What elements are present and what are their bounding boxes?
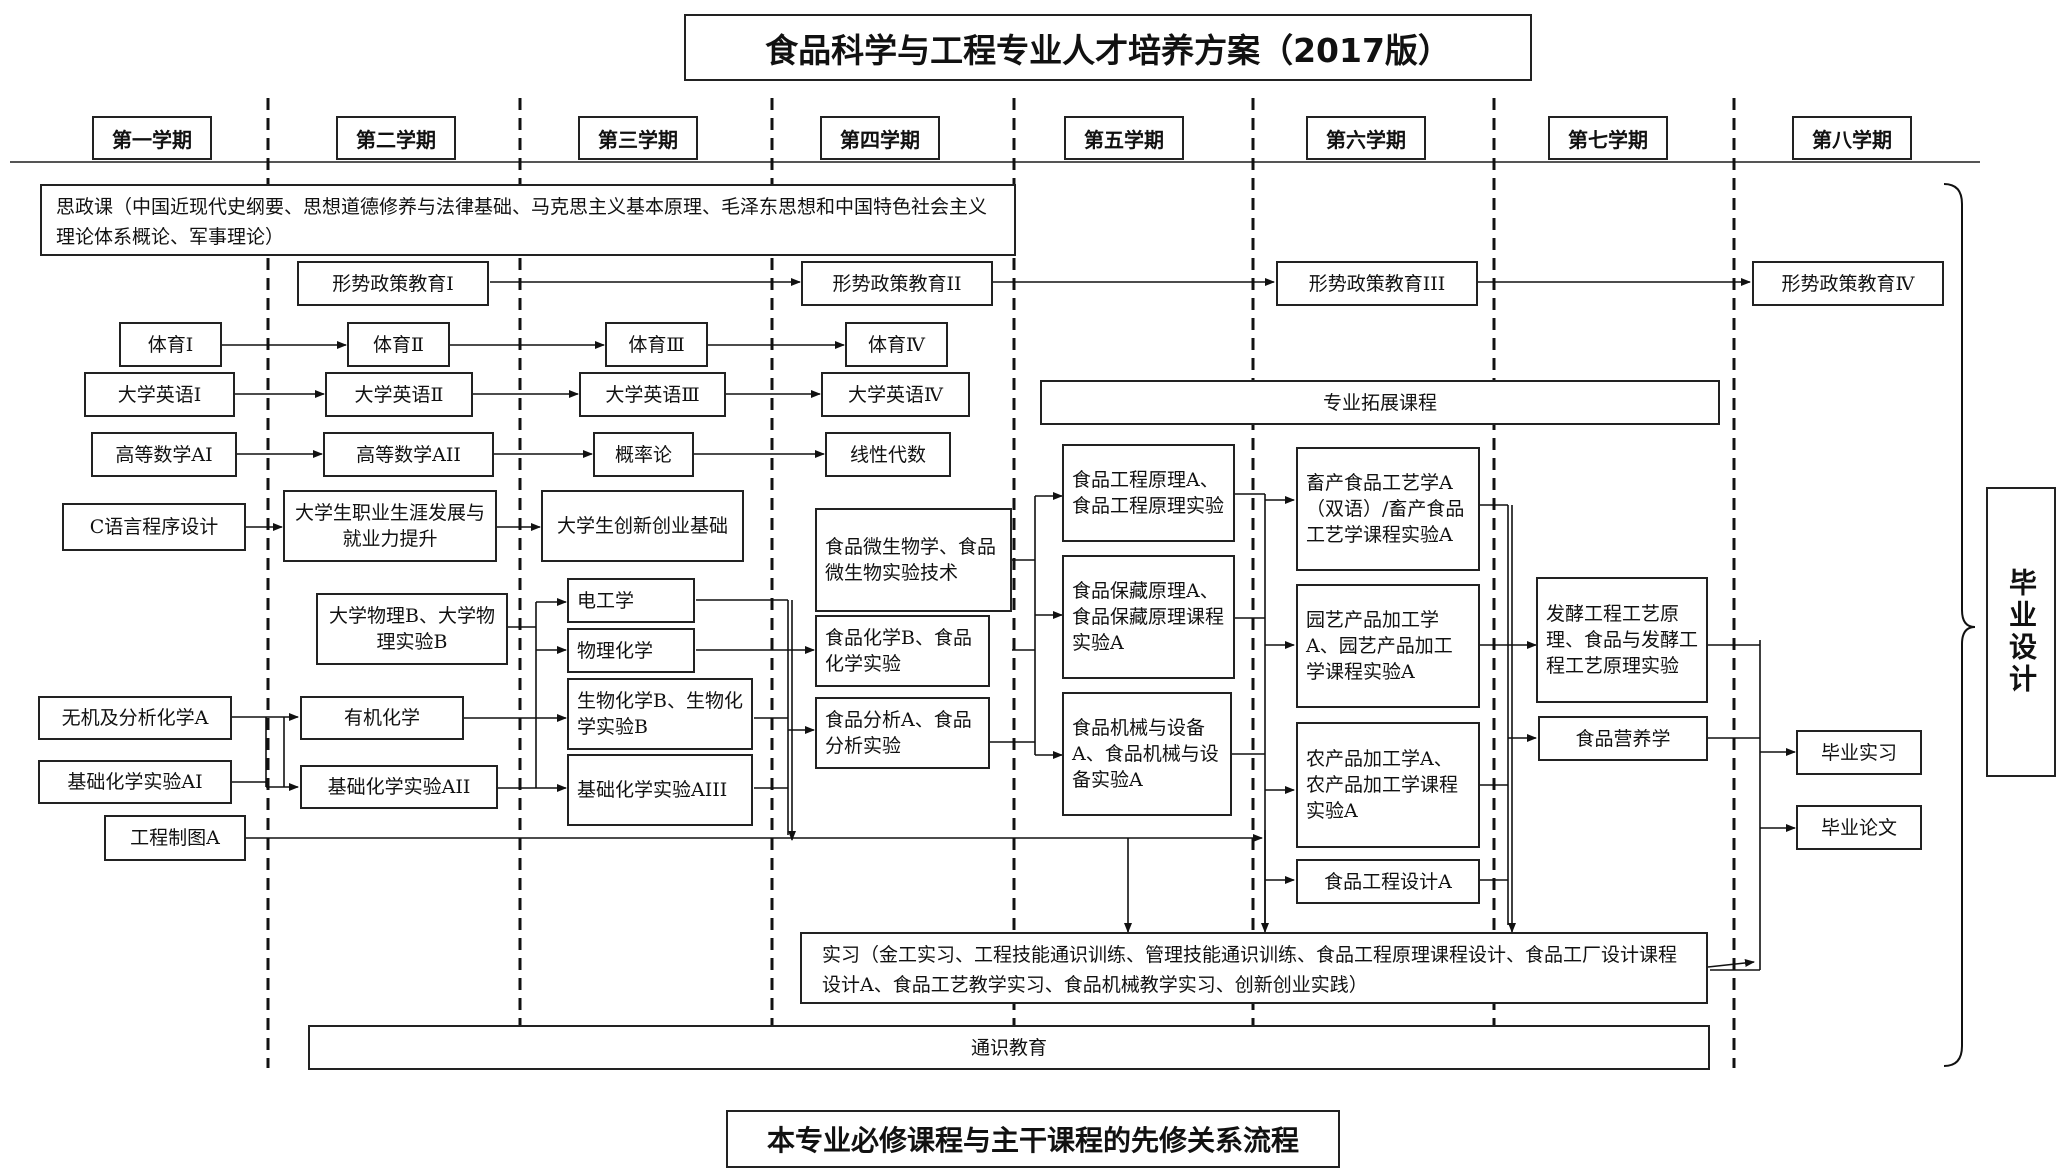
arrow-shixi-sem8 [1707, 958, 1755, 968]
course-wjhx: 无机及分析化学A [38, 696, 232, 740]
semester-header-7: 第七学期 [1548, 116, 1668, 160]
course-zysy: 大学生职业生涯发展与就业力提升 [283, 490, 497, 562]
right-brace [1943, 183, 1976, 1067]
course-yycp: 园艺产品加工学A、园艺产品加工学课程实验A [1296, 584, 1480, 708]
course-bysj: 毕业设计 [1986, 487, 2056, 777]
page-title: 食品科学与工程专业人才培养方案（2017版） [684, 14, 1532, 81]
course-ty-1: 体育Ⅰ [119, 322, 222, 367]
course-shixi: 实习（金工实习、工程技能通识训练、管理技能通识训练、食品工程原理课程设计、食品工… [800, 932, 1708, 1004]
course-yy-2: 大学英语Ⅱ [325, 372, 473, 417]
course-dxwl: 大学物理B、大学物理实验B [316, 593, 508, 665]
course-yy-4: 大学英语Ⅳ [821, 372, 970, 417]
course-yy-3: 大学英语Ⅲ [579, 372, 726, 417]
semester-header-8: 第八学期 [1792, 116, 1912, 160]
course-gs-1: 高等数学AI [91, 432, 237, 477]
course-fjgc: 发酵工程工艺原理、食品与发酵工程工艺原理实验 [1536, 577, 1708, 703]
course-gcyl: 食品工程原理A、食品工程原理实验 [1062, 444, 1235, 542]
course-tsjy: 通识教育 [308, 1025, 1710, 1070]
course-bcyl: 食品保藏原理A、食品保藏原理课程实验A [1062, 555, 1235, 679]
course-spfx: 食品分析A、食品分析实验 [815, 697, 990, 769]
course-yyx: 食品营养学 [1538, 716, 1708, 761]
course-xcsp: 畜产食品工艺学A（双语）/畜产食品工艺学课程实验A [1296, 447, 1480, 571]
course-cyy: C语言程序设计 [62, 503, 246, 551]
course-xxds: 线性代数 [825, 432, 951, 477]
course-byw: 毕业论文 [1796, 805, 1922, 850]
course-ty-4: 体育Ⅳ [845, 322, 948, 367]
course-zytz: 专业拓展课程 [1040, 380, 1720, 425]
course-sizheng: 思政课（中国近现代史纲要、思想道德修养与法律基础、马克思主义基本原理、毛泽东思想… [40, 184, 1016, 256]
course-xszc-1: 形势政策教育Ⅰ [297, 261, 489, 306]
course-gll: 概率论 [593, 432, 694, 477]
semester-header-5: 第五学期 [1064, 116, 1184, 160]
semester-header-1: 第一学期 [92, 116, 212, 160]
course-swhx: 生物化学B、生物化学实验B [567, 678, 753, 750]
course-gczt: 工程制图A [104, 815, 246, 861]
course-byshx: 毕业实习 [1796, 730, 1922, 775]
semester-header-3: 第三学期 [578, 116, 698, 160]
semester-header-6: 第六学期 [1306, 116, 1426, 160]
course-ncp: 农产品加工学A、农产品加工学课程实验A [1296, 722, 1480, 848]
course-yjhx: 有机化学 [300, 696, 464, 740]
semester-header-2: 第二学期 [336, 116, 456, 160]
course-ty-3: 体育Ⅲ [605, 322, 708, 367]
course-yy-1: 大学英语Ⅰ [84, 372, 235, 417]
course-spws: 食品微生物学、食品微生物实验技术 [815, 508, 1012, 612]
course-sphx: 食品化学B、食品化学实验 [815, 615, 990, 687]
course-cxcy: 大学生创新创业基础 [541, 490, 744, 562]
course-xszc-4: 形势政策教育Ⅳ [1752, 261, 1944, 306]
course-jxsb: 食品机械与设备A、食品机械与设备实验A [1062, 692, 1232, 816]
course-xszc-2: 形势政策教育II [801, 261, 993, 306]
course-jcsy-3: 基础化学实验AIII [567, 754, 753, 826]
course-jcsy-2: 基础化学实验AII [300, 765, 498, 809]
diagram-caption: 本专业必修课程与主干课程的先修关系流程 [726, 1110, 1340, 1168]
semester-header-4: 第四学期 [820, 116, 940, 160]
course-jcsy-1: 基础化学实验AI [38, 760, 232, 804]
course-gs-2: 高等数学AII [323, 432, 494, 477]
course-gcsj: 食品工程设计A [1296, 859, 1480, 904]
course-xszc-3: 形势政策教育III [1276, 261, 1478, 306]
course-ty-2: 体育Ⅱ [347, 322, 450, 367]
semester-dividers [266, 98, 1736, 1068]
course-dgx: 电工学 [567, 578, 695, 623]
course-wlhx: 物理化学 [567, 628, 695, 673]
